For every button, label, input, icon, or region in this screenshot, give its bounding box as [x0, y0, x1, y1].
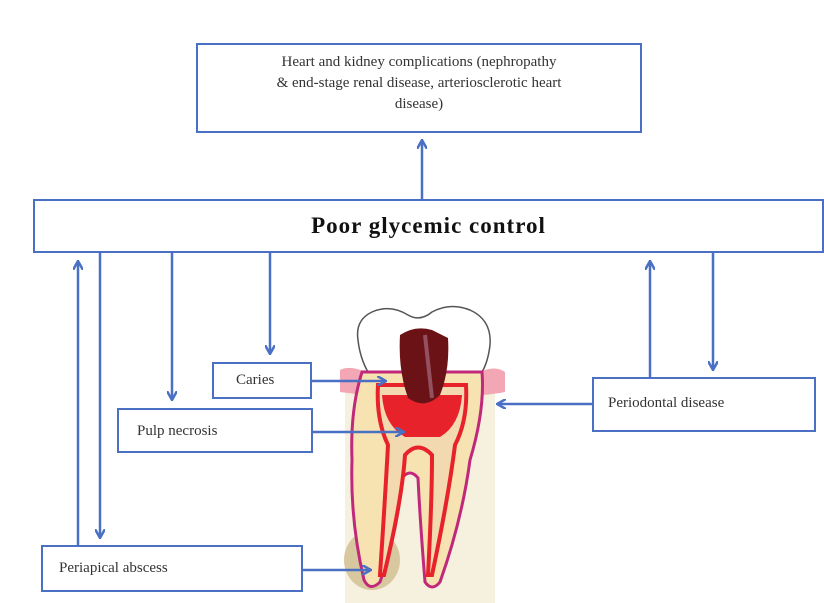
- pulp-necrosis-label: Pulp necrosis: [137, 423, 217, 439]
- periapical-abscess-box: Periapical abscess: [41, 545, 303, 592]
- periapical-abscess-label: Periapical abscess: [59, 560, 168, 576]
- poor-glycemic-control-bar: Poor glycemic control: [33, 199, 824, 253]
- heart-kidney-line-1: Heart and kidney complications (nephropa…: [208, 52, 630, 73]
- pulp-necrosis-box: Pulp necrosis: [117, 408, 313, 453]
- heart-kidney-complications-box: Heart and kidney complications (nephropa…: [196, 43, 642, 133]
- poor-glycemic-control-label: Poor glycemic control: [311, 213, 546, 239]
- caries-label: Caries: [236, 372, 274, 388]
- heart-kidney-line-2: & end-stage renal disease, arteriosclero…: [208, 73, 630, 94]
- periodontal-disease-label: Periodontal disease: [608, 395, 724, 411]
- caries-box: Caries: [212, 362, 312, 399]
- tooth-illustration: [340, 306, 505, 603]
- heart-kidney-line-3: disease): [208, 94, 630, 115]
- periodontal-disease-box: Periodontal disease: [592, 377, 816, 432]
